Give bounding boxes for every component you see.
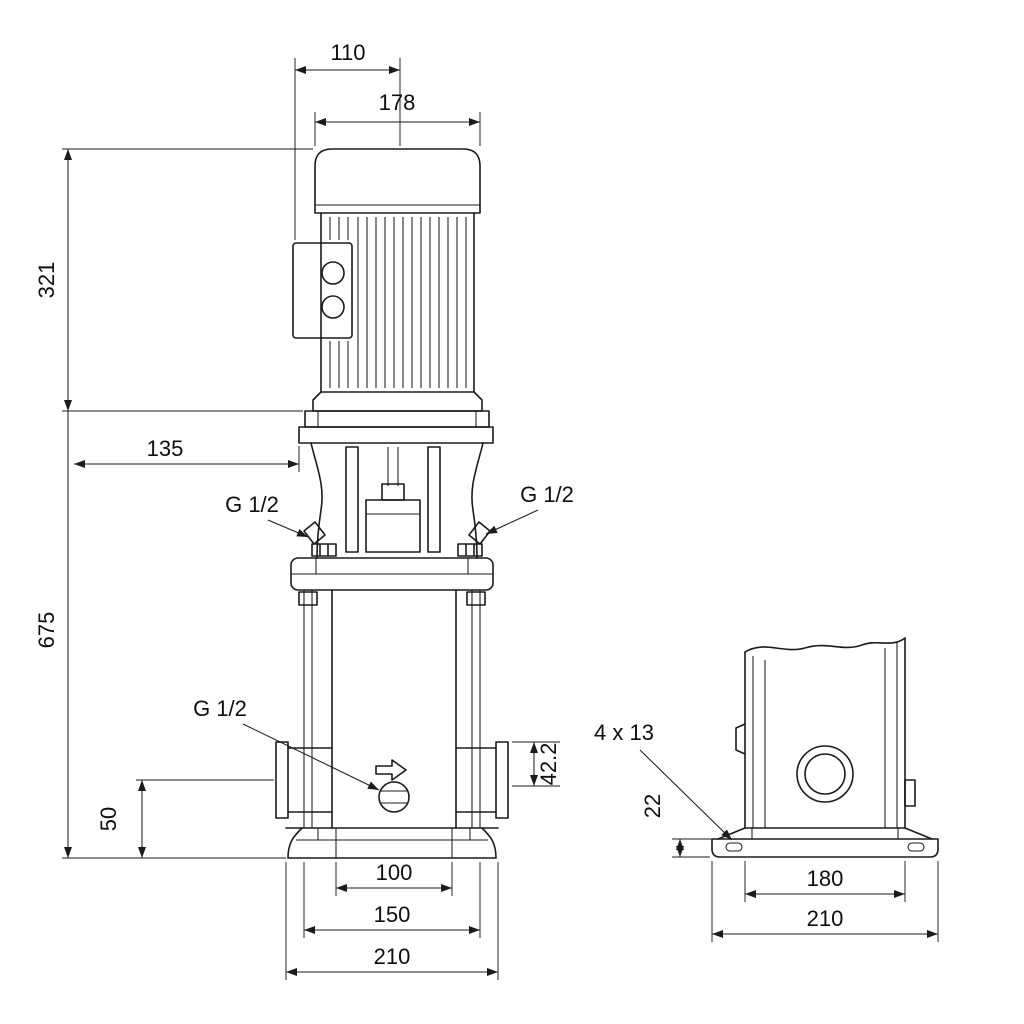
- vent-plug-left: [303, 521, 337, 557]
- callout-4x13: 4 x 13: [594, 720, 733, 841]
- dim-150-label: 150: [374, 902, 411, 927]
- dim-42-2-label: 42.2: [536, 743, 561, 786]
- flow-arrow: [375, 759, 407, 781]
- coupling-guard-right: [427, 446, 441, 553]
- dim-110: 110: [294, 40, 401, 240]
- dim-210-front-label: 210: [374, 944, 411, 969]
- dimensions-front: 110 178 321 675 135 G 1/2 G 1/2: [34, 40, 574, 980]
- dim-210-front: 210: [285, 862, 499, 980]
- motor-flange: [304, 410, 490, 428]
- side-bracket: [735, 723, 746, 755]
- motor: [292, 148, 494, 444]
- chamber-stack: [285, 589, 499, 829]
- callout-g12-right: G 1/2: [485, 482, 574, 535]
- g12-left-label: G 1/2: [225, 492, 279, 517]
- g12-right-label: G 1/2: [520, 482, 574, 507]
- dim-100-label: 100: [376, 860, 413, 885]
- motor-fan-cover: [314, 148, 481, 214]
- dim-4x13-label: 4 x 13: [594, 720, 654, 745]
- side-base: [711, 827, 939, 858]
- callout-g12-drain: G 1/2: [193, 696, 380, 791]
- dim-210-side-label: 210: [807, 906, 844, 931]
- bolt-slot-left: [725, 842, 743, 852]
- front-view: [275, 148, 509, 859]
- dim-110-label: 110: [330, 40, 365, 65]
- motor-body: [320, 212, 475, 393]
- break-line: [744, 637, 906, 653]
- dim-178-label: 178: [379, 90, 416, 115]
- dim-50-label: 50: [96, 807, 121, 831]
- tie-rods: [303, 590, 481, 828]
- side-port-outer: [796, 745, 854, 803]
- dim-180: 180: [744, 861, 906, 902]
- dim-321-label: 321: [34, 262, 59, 299]
- dim-321-675: 321 675: [34, 148, 313, 859]
- suction-port-left: [275, 741, 333, 819]
- dim-675-label: 675: [34, 612, 59, 649]
- dim-50: 50: [96, 779, 274, 858]
- chamber-shell: [331, 589, 457, 829]
- dim-22-label: 22: [640, 794, 665, 818]
- cable-entry-bottom: [321, 295, 345, 319]
- side-tab: [904, 779, 916, 807]
- dim-150: 150: [303, 862, 481, 938]
- dim-135-label: 135: [147, 436, 184, 461]
- dim-135: 135: [74, 436, 300, 472]
- lantern-top-plate: [298, 426, 494, 444]
- dim-42-2: 42.2: [512, 741, 561, 787]
- motor-fins: [329, 217, 467, 388]
- drain-plug: [378, 781, 410, 813]
- g12-drain-label: G 1/2: [193, 696, 247, 721]
- ports: [275, 741, 509, 819]
- dimensions-side: 4 x 13 22 180 210: [594, 720, 939, 942]
- terminal-box: [292, 242, 353, 339]
- dim-180-label: 180: [807, 866, 844, 891]
- dim-210-side: 210: [711, 861, 939, 942]
- vent-plug-right: [457, 521, 491, 557]
- shaft: [387, 447, 399, 486]
- side-port-inner: [804, 753, 846, 795]
- coupling-guard-left: [345, 446, 359, 553]
- dim-178: 178: [314, 90, 481, 146]
- dim-22: 22: [640, 794, 714, 858]
- discharge-port-right: [455, 741, 509, 819]
- dim-100: 100: [335, 860, 453, 896]
- base: [287, 827, 497, 859]
- cable-entry-top: [321, 261, 345, 285]
- side-view: [711, 637, 939, 858]
- coupling-block: [365, 499, 421, 553]
- bolt-slot-right: [907, 842, 925, 852]
- pump-head: [290, 442, 494, 591]
- callout-g12-left: G 1/2: [225, 492, 309, 538]
